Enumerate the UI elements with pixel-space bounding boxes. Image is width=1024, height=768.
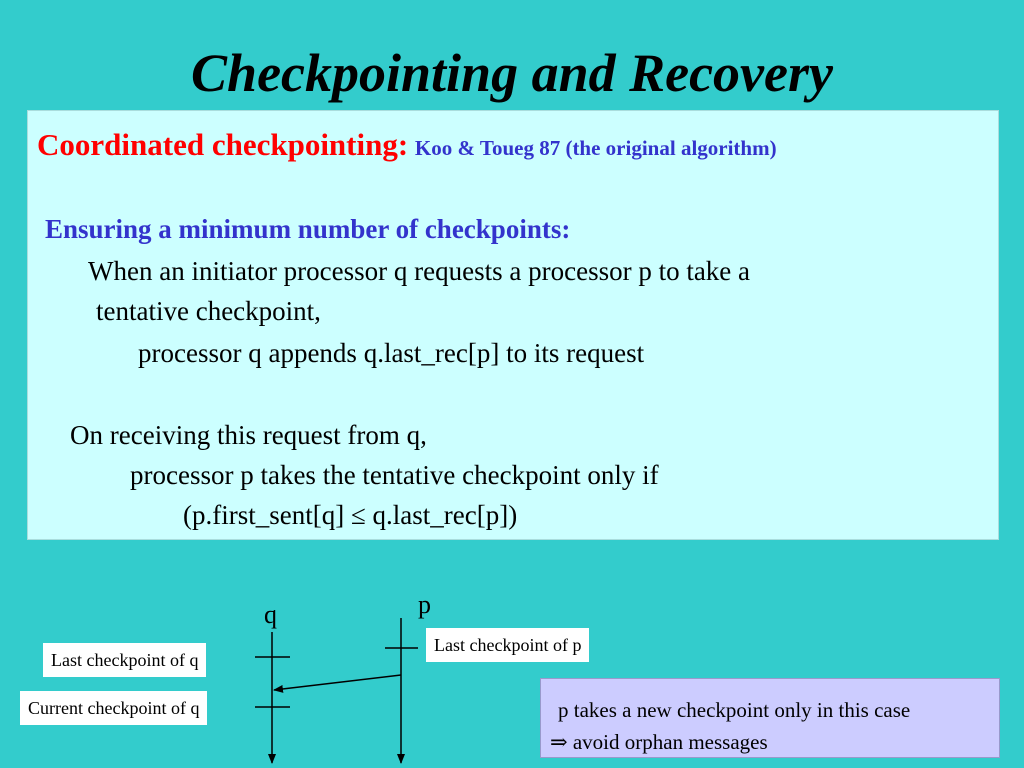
body-line-5: processor p takes the tentative checkpoi… xyxy=(130,460,659,490)
current-checkpoint-q-label: Current checkpoint of q xyxy=(20,691,208,725)
body-line-2: tentative checkpoint, xyxy=(96,296,321,326)
note-line-1: p takes a new checkpoint only in this ca… xyxy=(558,698,911,722)
body-line-6: (p.first_sent[q] ≤ q.last_rec[p]) xyxy=(183,500,518,530)
last-checkpoint-p-label: Last checkpoint of p xyxy=(426,628,590,662)
section-heading: Coordinated checkpointing: xyxy=(37,127,409,162)
body-line-1: When an initiator processor q requests a… xyxy=(88,256,751,286)
heading-line: Coordinated checkpointing: Koo & Toueg 8… xyxy=(37,129,777,164)
last-checkpoint-q-label: Last checkpoint of q xyxy=(43,643,207,677)
process-p-label: p xyxy=(418,590,431,619)
message-arrow xyxy=(273,674,402,693)
subheading: Ensuring a minimum number of checkpoints… xyxy=(45,214,571,244)
process-q-label: q xyxy=(264,600,277,629)
note-line-2: ⇒ avoid orphan messages xyxy=(550,730,768,754)
body-line-4: On receiving this request from q, xyxy=(70,420,427,450)
slide-title: Checkpointing and Recovery xyxy=(191,43,833,103)
content-box: Coordinated checkpointing: Koo & Toueg 8… xyxy=(27,110,999,540)
reference-text: Koo & Toueg 87 (the original algorithm) xyxy=(414,136,777,160)
body-line-3: processor q appends q.last_rec[p] to its… xyxy=(138,338,645,368)
note-box: p takes a new checkpoint only in this ca… xyxy=(540,678,1000,758)
